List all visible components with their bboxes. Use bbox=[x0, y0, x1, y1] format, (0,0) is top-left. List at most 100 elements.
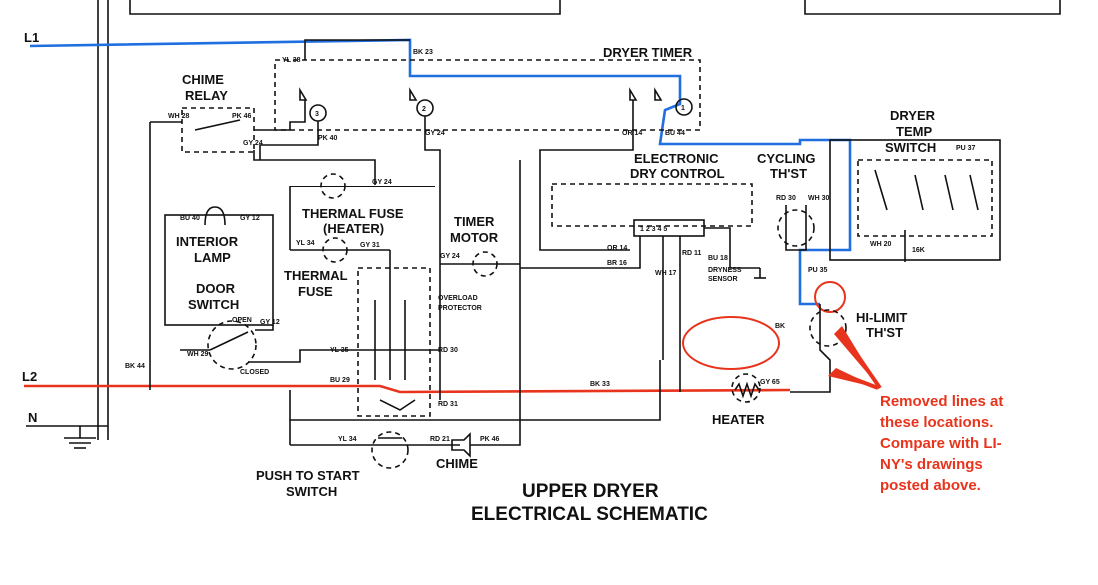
lamp-icon bbox=[204, 206, 226, 226]
svg-text:THERMAL: THERMAL bbox=[284, 268, 348, 283]
svg-text:DRYER: DRYER bbox=[890, 108, 936, 123]
removed-line-marker-bottom bbox=[682, 316, 780, 370]
svg-text:UPPER DRYER: UPPER DRYER bbox=[522, 481, 659, 502]
annotation: Removed lines at these locations. Compar… bbox=[828, 326, 1003, 494]
svg-text:CHIME: CHIME bbox=[436, 456, 478, 471]
svg-text:RD 30: RD 30 bbox=[438, 347, 458, 354]
svg-text:GY 65: GY 65 bbox=[760, 379, 780, 386]
svg-text:RD 31: RD 31 bbox=[438, 401, 458, 408]
svg-text:RD 30: RD 30 bbox=[776, 195, 796, 202]
power-rails: L1 L2 N bbox=[22, 30, 852, 449]
svg-text:OVERLOAD: OVERLOAD bbox=[438, 295, 478, 302]
svg-text:RD 11: RD 11 bbox=[682, 250, 702, 257]
svg-text:WH 20: WH 20 bbox=[870, 241, 892, 248]
svg-text:1 2 3 4 5: 1 2 3 4 5 bbox=[640, 226, 667, 233]
annotation-line-5: posted above. bbox=[880, 477, 981, 494]
svg-text:GY 24: GY 24 bbox=[372, 179, 392, 186]
svg-text:OPEN: OPEN bbox=[232, 317, 252, 324]
svg-text:WH 28: WH 28 bbox=[168, 113, 190, 120]
svg-text:GY 31: GY 31 bbox=[360, 242, 380, 249]
svg-text:BU 44: BU 44 bbox=[665, 130, 685, 137]
svg-text:1: 1 bbox=[681, 105, 685, 112]
svg-text:FUSE: FUSE bbox=[298, 284, 333, 299]
svg-text:BU 29: BU 29 bbox=[330, 377, 350, 384]
svg-text:HEATER: HEATER bbox=[712, 412, 765, 427]
svg-text:ELECTRICAL SCHEMATIC: ELECTRICAL SCHEMATIC bbox=[471, 504, 708, 525]
svg-text:SENSOR: SENSOR bbox=[708, 276, 738, 283]
svg-text:DOOR: DOOR bbox=[196, 281, 236, 296]
thermal-fuse: YL 34 GY 31 THERMAL FUSE bbox=[284, 237, 390, 299]
svg-text:WH 17: WH 17 bbox=[655, 270, 677, 277]
chime-relay: CHIME RELAY WH 28 PK 46 GY 24 bbox=[149, 72, 376, 390]
timer-motor: TIMER MOTOR GY 24 bbox=[289, 160, 641, 421]
svg-text:BK 23: BK 23 bbox=[413, 49, 433, 56]
svg-text:PK 46: PK 46 bbox=[480, 436, 500, 443]
chime: PK 46 CHIME bbox=[436, 420, 521, 471]
svg-text:TEMP: TEMP bbox=[896, 124, 932, 139]
svg-text:WH 29: WH 29 bbox=[187, 351, 209, 358]
n-label: N bbox=[28, 410, 37, 425]
dryer-timer: DRYER TIMER 3 2 1 YL 38 BK 23 PK 40 GY 2… bbox=[259, 39, 701, 400]
annotation-line-2: these locations. bbox=[880, 414, 993, 431]
hi-limit-thermostat: HI-LIMIT TH'ST BK bbox=[775, 281, 907, 393]
dryer-timer-label: DRYER TIMER bbox=[603, 45, 693, 60]
svg-text:PK 46: PK 46 bbox=[232, 113, 252, 120]
l2-label: L2 bbox=[22, 369, 37, 384]
svg-text:WH 30: WH 30 bbox=[808, 195, 830, 202]
svg-text:PROTECTOR: PROTECTOR bbox=[438, 305, 482, 312]
svg-text:GY 24: GY 24 bbox=[425, 130, 445, 137]
svg-text:LAMP: LAMP bbox=[194, 250, 231, 265]
svg-text:GY 12: GY 12 bbox=[240, 215, 260, 222]
svg-text:PK 40: PK 40 bbox=[318, 135, 338, 142]
svg-text:GY 24: GY 24 bbox=[440, 253, 460, 260]
svg-text:SWITCH: SWITCH bbox=[286, 484, 337, 499]
thermal-fuse-heater: GY 24 THERMAL FUSE (HEATER) bbox=[289, 173, 435, 250]
timer-contact-1 bbox=[675, 98, 693, 116]
ground-symbol bbox=[64, 426, 96, 449]
svg-text:TIMER: TIMER bbox=[454, 214, 495, 229]
svg-text:TH'ST: TH'ST bbox=[770, 166, 807, 181]
svg-text:SWITCH: SWITCH bbox=[885, 140, 936, 155]
svg-text:BK 44: BK 44 bbox=[125, 363, 145, 370]
svg-text:GY 12: GY 12 bbox=[260, 319, 280, 326]
svg-text:YL 38: YL 38 bbox=[282, 57, 301, 64]
annotation-line-4: NY's drawings bbox=[880, 456, 983, 473]
schematic-title: UPPER DRYER ELECTRICAL SCHEMATIC bbox=[471, 481, 708, 525]
push-to-start-switch: YL 34 RD 21 PUSH TO START SWITCH bbox=[256, 420, 460, 499]
svg-text:GY 24: GY 24 bbox=[243, 140, 263, 147]
svg-text:PUSH TO START: PUSH TO START bbox=[256, 468, 360, 483]
svg-text:DRYNESS: DRYNESS bbox=[708, 267, 742, 274]
svg-text:BR 16: BR 16 bbox=[607, 260, 627, 267]
svg-text:BK 33: BK 33 bbox=[590, 381, 610, 388]
drive-motor: OVERLOAD PROTECTOR YL 35 BU 29 RD 30 RD … bbox=[330, 250, 482, 417]
svg-text:YL 34: YL 34 bbox=[296, 240, 315, 247]
interior-lamp: BU 40 GY 12 INTERIOR LAMP bbox=[164, 206, 274, 326]
svg-text:ELECTRONIC: ELECTRONIC bbox=[634, 151, 719, 166]
top-cropped-frames bbox=[97, 0, 1061, 440]
svg-text:PU 37: PU 37 bbox=[956, 145, 976, 152]
svg-text:YL 35: YL 35 bbox=[330, 347, 349, 354]
svg-text:MOTOR: MOTOR bbox=[450, 230, 499, 245]
annotation-line-3: Compare with LI- bbox=[880, 435, 1002, 452]
svg-text:TH'ST: TH'ST bbox=[866, 325, 903, 340]
removed-line-marker-top bbox=[814, 281, 846, 313]
svg-text:OR 14: OR 14 bbox=[607, 245, 627, 252]
svg-text:HI-LIMIT: HI-LIMIT bbox=[856, 310, 907, 325]
svg-text:CYCLING: CYCLING bbox=[757, 151, 816, 166]
svg-text:BK: BK bbox=[775, 323, 785, 330]
svg-text:PU 35: PU 35 bbox=[808, 267, 828, 274]
electronic-dry-control: ELECTRONIC DRY CONTROL 1 2 3 4 5 OR 14 B… bbox=[551, 151, 766, 392]
l1-wire bbox=[29, 38, 852, 306]
heater: BK 33 GY 65 HEATER bbox=[520, 316, 780, 427]
svg-text:16K: 16K bbox=[912, 247, 925, 254]
cycling-thermostat: CYCLING TH'ST RD 30 WH 30 PU 35 bbox=[757, 151, 830, 274]
svg-text:BU 40: BU 40 bbox=[180, 215, 200, 222]
svg-text:BU 18: BU 18 bbox=[708, 255, 728, 262]
l1-label: L1 bbox=[24, 30, 39, 45]
svg-text:SWITCH: SWITCH bbox=[188, 297, 239, 312]
svg-text:CHIME: CHIME bbox=[182, 72, 224, 87]
l2-wire bbox=[24, 384, 791, 394]
svg-text:CLOSED: CLOSED bbox=[240, 369, 269, 376]
svg-text:INTERIOR: INTERIOR bbox=[176, 234, 239, 249]
